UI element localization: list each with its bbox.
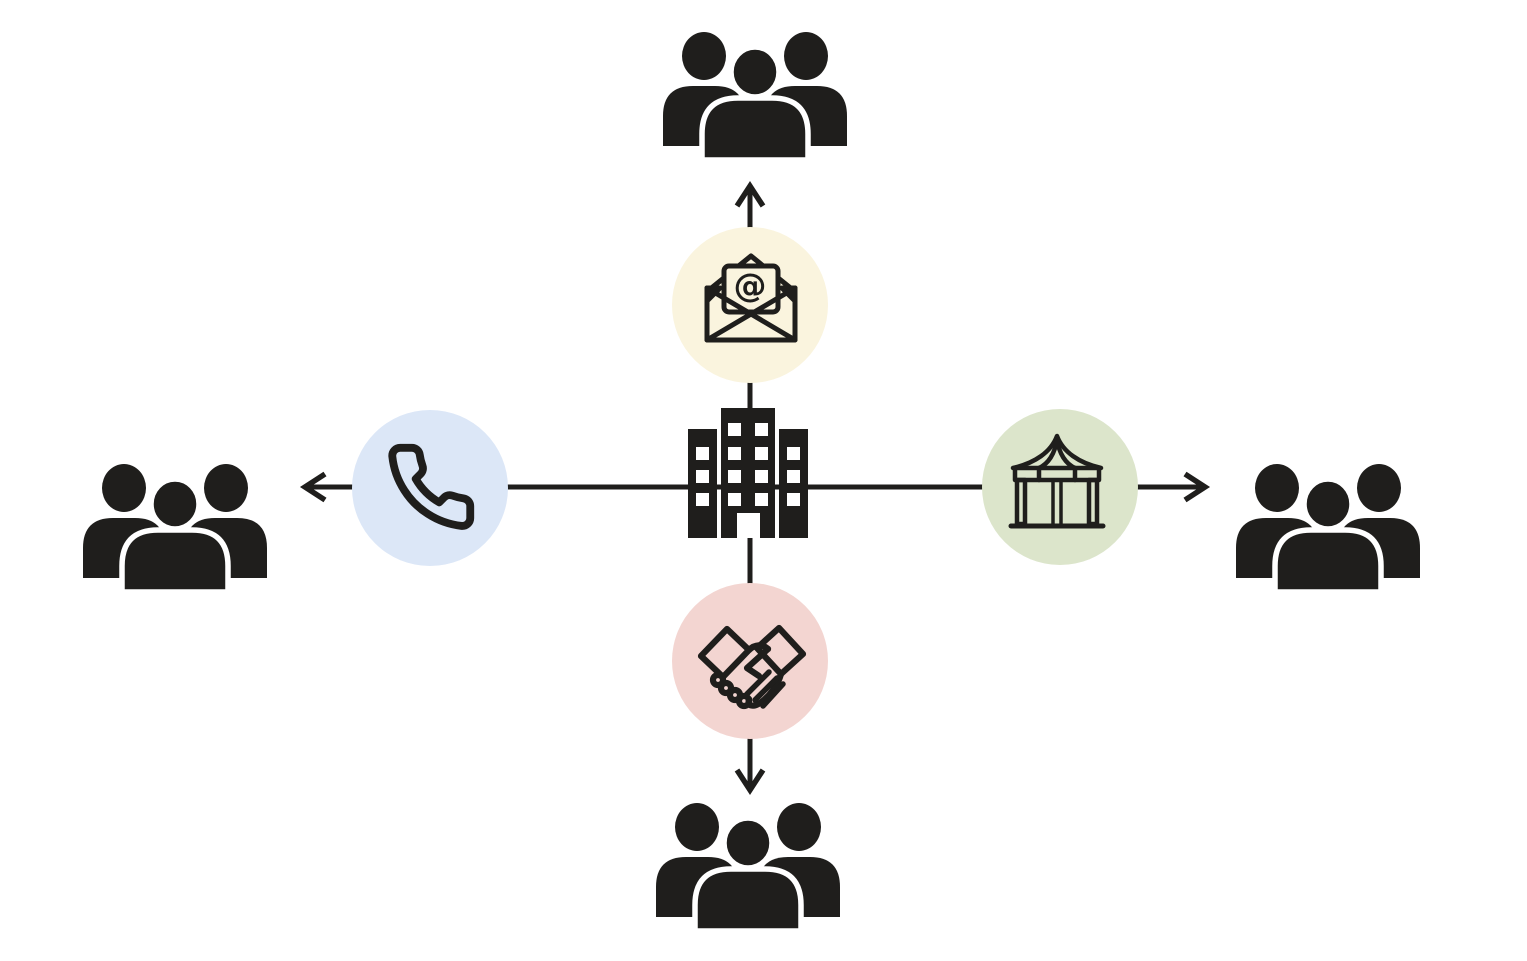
- handshake-right-thumb: [743, 645, 772, 680]
- building-left-tower: [688, 429, 717, 538]
- tent-curtain-lines: [1051, 478, 1063, 526]
- phone-receiver: [388, 443, 475, 530]
- tent-valance: [1012, 465, 1102, 483]
- people-group-icon-right: [1236, 464, 1420, 592]
- arrow-right-head: [1183, 471, 1211, 503]
- building-door: [737, 513, 760, 538]
- building-windows: [696, 423, 800, 538]
- handshake-fingers: [744, 669, 786, 709]
- people-group-icon-top: [663, 32, 847, 160]
- handshake-knuckle-1: [709, 671, 727, 689]
- building-right-tower: [779, 429, 808, 538]
- handshake-icon: [697, 624, 807, 710]
- envelope-fold-lines: [704, 285, 798, 343]
- office-building-icon: [688, 408, 808, 538]
- phone-handset-icon: [388, 443, 475, 530]
- envelope-flap-ears: [704, 285, 798, 304]
- tent-roof: [1010, 433, 1104, 471]
- arrow-down-head: [734, 768, 766, 796]
- tent-valance-ticks: [1036, 465, 1078, 483]
- open-envelope-at-icon: @: [704, 253, 798, 343]
- arrow-up-head: [734, 180, 766, 208]
- envelope-body: [704, 285, 798, 343]
- people-group-icon-bottom: [656, 803, 840, 931]
- arrow-left-head: [299, 471, 327, 503]
- channel-phone-circle: [352, 410, 508, 566]
- channel-handshake-circle: [672, 583, 828, 739]
- event-tent-icon: [1008, 433, 1106, 529]
- handshake-knuckle-4: [735, 692, 753, 710]
- at-symbol: @: [734, 266, 767, 305]
- people-group-icon-left: [83, 464, 267, 592]
